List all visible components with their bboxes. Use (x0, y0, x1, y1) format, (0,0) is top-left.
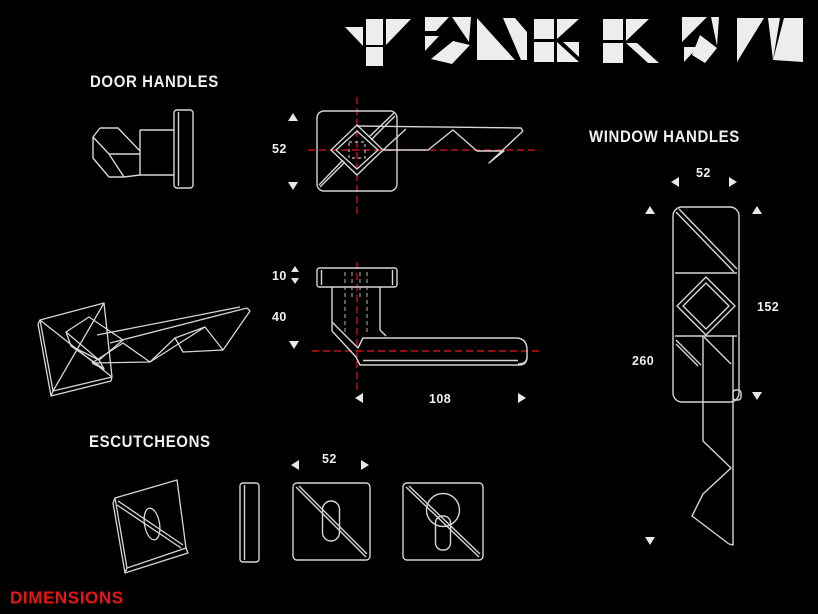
arrow-down-icon (752, 392, 762, 400)
dimension-window-plate-height: 152 (757, 300, 780, 314)
escutcheons-title: ESCUTCHEONS (89, 433, 211, 452)
door-handle-side-view (92, 109, 194, 189)
arrow-up-icon (291, 266, 299, 272)
dimension-escutcheon-width: 52 (322, 452, 337, 466)
arrow-up-icon (645, 206, 655, 214)
door-handle-profile-view (316, 267, 528, 366)
arrow-down-icon (289, 341, 299, 349)
arrow-right-icon (361, 460, 369, 470)
dimension-door-rosette: 52 (272, 142, 287, 156)
arrow-right-icon (518, 393, 526, 403)
dimension-handle-height: 40 (272, 310, 287, 324)
logo-letter-r (603, 19, 659, 63)
logo-letter-n (477, 18, 527, 60)
tangram-logo (343, 6, 813, 66)
window-handles-title: WINDOW HANDLES (589, 128, 740, 147)
arrow-left-icon (355, 393, 363, 403)
arrow-down-icon (645, 537, 655, 545)
arrow-up-icon (288, 113, 298, 121)
arrow-left-icon (671, 177, 679, 187)
logo-letter-g (534, 19, 579, 62)
dimension-lever-length: 108 (429, 392, 452, 406)
window-handle-drawing (672, 206, 742, 546)
escutcheon-3d-view (112, 479, 189, 574)
arrow-down-icon (288, 182, 298, 190)
logo-letter-m (737, 18, 803, 62)
door-handles-title: DOOR HANDLES (90, 73, 219, 92)
arrow-right-icon (729, 177, 737, 187)
dimension-plate-thickness: 10 (272, 269, 287, 283)
escutcheon-keyhole-front-view (292, 482, 371, 561)
door-handle-front-view (316, 110, 524, 192)
dimension-window-total-height: 260 (632, 354, 655, 368)
dimensions-label: DIMENSIONS (10, 588, 124, 608)
door-handle-3d-view (37, 302, 251, 397)
escutcheon-side-view (239, 482, 260, 563)
arrow-up-icon (752, 206, 762, 214)
door-profile-centerlines (312, 262, 540, 392)
escutcheon-cylinder-front-view (402, 482, 484, 561)
logo-letter-t (345, 19, 411, 66)
dimension-window-rosette-width: 52 (696, 166, 711, 180)
logo-letter-a2 (682, 17, 719, 63)
door-front-centerlines (308, 97, 536, 218)
arrow-left-icon (291, 460, 299, 470)
logo-letter-a1 (425, 17, 471, 64)
arrow-down-icon (291, 278, 299, 284)
